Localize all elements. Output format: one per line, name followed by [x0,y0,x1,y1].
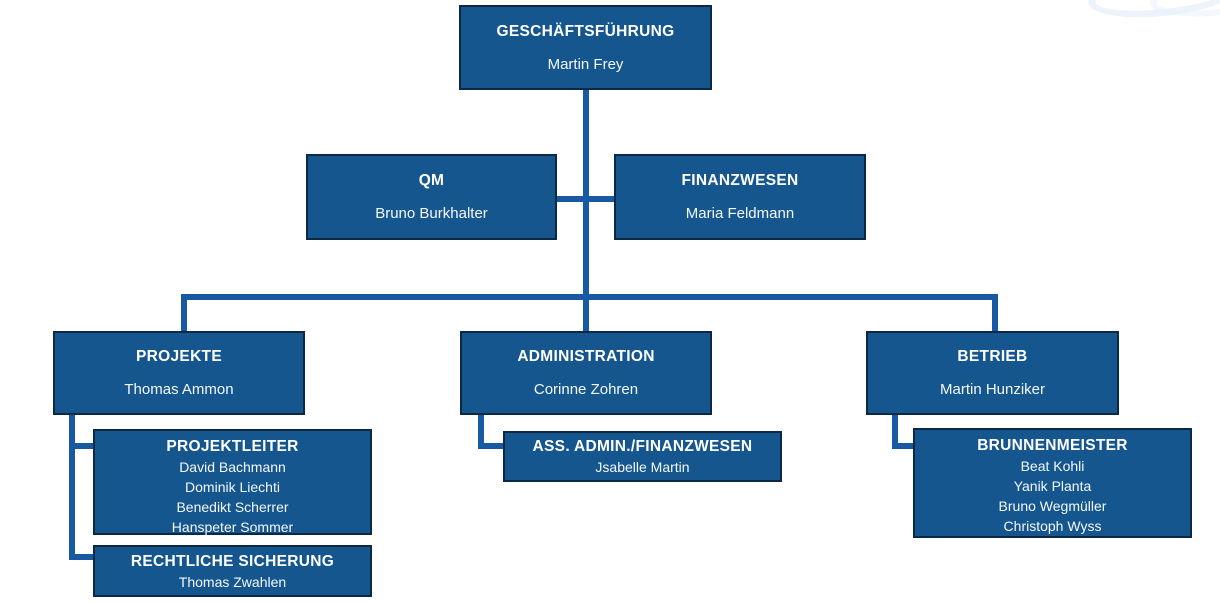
connector-drop-projekte [181,294,187,331]
connector-stub-assadmin [478,443,503,449]
node-betrieb: BETRIEB Martin Hunziker [866,331,1119,415]
node-member: Jsabelle Martin [595,459,690,475]
node-geschaeftsfuehrung: GESCHÄFTSFÜHRUNG Martin Frey [459,5,712,90]
node-member: Dominik Liechti [185,479,280,495]
node-member: David Bachmann [179,459,286,475]
node-title: FINANZWESEN [681,172,799,189]
node-person: Martin Hunziker [939,381,1046,398]
node-member: Christoph Wyss [1003,518,1102,534]
node-administration: ADMINISTRATION Corinne Zohren [460,331,712,415]
node-qm: QM Bruno Burkhalter [306,154,557,240]
node-member: Beat Kohli [1020,458,1085,474]
node-title: BRUNNENMEISTER [977,437,1128,454]
node-person: Thomas Ammon [124,381,234,398]
node-projekte: PROJEKTE Thomas Ammon [53,331,305,415]
connector-drop-betrieb [992,294,998,331]
node-member: Thomas Zwahlen [178,573,287,590]
node-finanzwesen: FINANZWESEN Maria Feldmann [614,154,866,240]
node-person: Maria Feldmann [685,205,795,222]
connector-betrieb-elbow [892,415,898,449]
connector-projekte-elbow [69,415,75,560]
node-member: Benedikt Scherrer [176,499,289,515]
node-member: Bruno Wegmüller [998,498,1107,514]
node-ass-admin-finanzwesen: ASS. ADMIN./FINANZWESEN Jsabelle Martin [503,431,782,482]
node-title: ASS. ADMIN./FINANZWESEN [532,438,753,455]
connector-qm-finanzwesen [557,196,614,202]
node-title: BETRIEB [957,348,1028,365]
connector-admin-elbow [478,415,484,449]
node-brunnenmeister: BRUNNENMEISTER Beat Kohli Yanik Planta B… [913,428,1192,538]
node-projektleiter: PROJEKTLEITER David Bachmann Dominik Lie… [93,429,372,535]
node-member: Hanspeter Sommer [171,519,294,535]
decorative-swoosh-icon [1148,0,1220,21]
node-person: Bruno Burkhalter [375,205,488,222]
node-title: GESCHÄFTSFÜHRUNG [496,22,675,40]
connector-stub-projektleiter [69,443,93,449]
connector-gf-trunk [583,90,589,331]
node-person: Corinne Zohren [533,381,639,398]
node-title: ADMINISTRATION [517,348,655,365]
node-title: PROJEKTE [136,348,222,365]
node-title: PROJEKTLEITER [166,438,299,455]
node-person: Martin Frey [547,55,624,73]
node-member: Yanik Planta [1013,478,1092,494]
node-title: RECHTLICHE SICHERUNG [130,552,335,570]
node-title: QM [418,172,445,189]
connector-stub-brunnenmeister [892,443,913,449]
connector-stub-rechtliche [69,554,93,560]
node-rechtliche-sicherung: RECHTLICHE SICHERUNG Thomas Zwahlen [93,545,372,597]
connector-branch-bus [181,294,998,300]
